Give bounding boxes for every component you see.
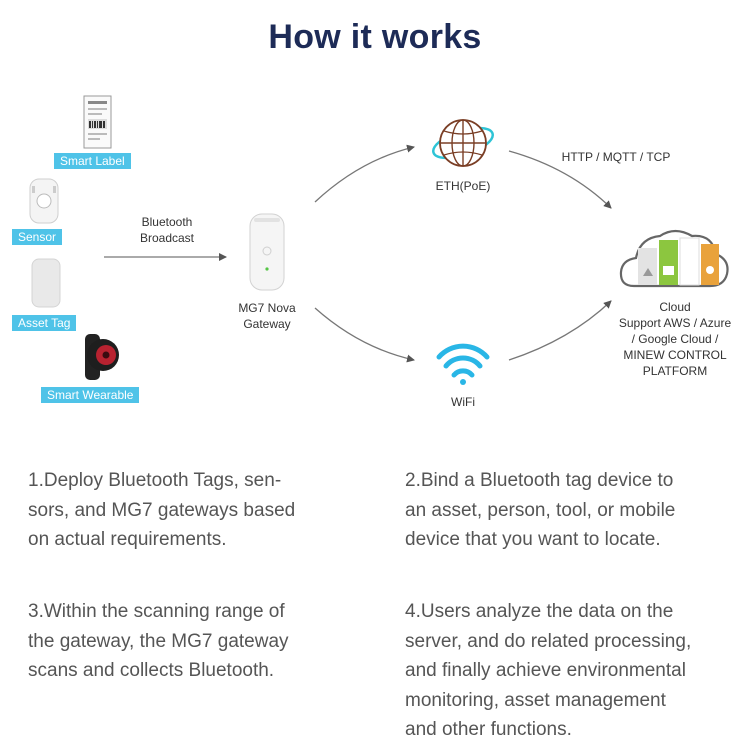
asset-tag-icon [32,259,60,307]
step-3: 3.Within the scanning range of the gatew… [28,597,368,686]
gateway-wifi-arrow [315,308,414,360]
gateway-label: MG7 Nova Gateway [222,300,312,332]
step-4-line5: and other functions. [405,715,745,745]
step-3-line1: 3.Within the scanning range of [28,597,368,627]
wifi-label: WiFi [418,394,508,410]
step-4-line2: server, and do related processing, [405,627,745,657]
step-3-line3: scans and collects Bluetooth. [28,656,368,686]
step-2-line3: device that you want to locate. [405,525,745,555]
step-3-line2: the gateway, the MG7 gateway [28,627,368,657]
bluetooth-broadcast-label: Bluetooth Broadcast [122,214,212,246]
cloud-label-line4: MINEW CONTROL [606,347,744,363]
cloud-icon [621,231,728,286]
wifi-cloud-arrow [509,301,611,360]
smart-wearable-tag: Smart Wearable [41,387,139,403]
gateway-icon [250,214,284,290]
bluetooth-label-line2: Broadcast [122,230,212,246]
step-2: 2.Bind a Bluetooth tag device to an asse… [405,466,745,555]
cloud-label-line2: Support AWS / Azure [606,315,744,331]
eth-label: ETH(PoE) [418,178,508,194]
step-4-line3: and finally achieve environmental [405,656,745,686]
sensor-tag: Sensor [12,229,62,245]
globe-icon [430,120,496,166]
step-1-line2: sors, and MG7 gateways based [28,496,368,526]
asset-tag-tag: Asset Tag [12,315,76,331]
step-4-line1: 4.Users analyze the data on the [405,597,745,627]
step-1-line1: 1.Deploy Bluetooth Tags, sen- [28,466,368,496]
step-4-line4: monitoring, asset management [405,686,745,716]
gateway-label-line2: Gateway [222,316,312,332]
smart-wearable-icon [85,334,119,380]
cloud-label-line1: Cloud [606,299,744,315]
step-1-line3: on actual requirements. [28,525,368,555]
wifi-icon [439,346,487,385]
gateway-eth-arrow [315,147,414,202]
sensor-icon [30,179,58,223]
bluetooth-label-line1: Bluetooth [122,214,212,230]
step-2-line1: 2.Bind a Bluetooth tag device to [405,466,745,496]
smart-label-tag: Smart Label [54,153,131,169]
cloud-label-line5: PLATFORM [606,363,744,379]
protocol-label: HTTP / MQTT / TCP [556,149,676,165]
step-2-line2: an asset, person, tool, or mobile [405,496,745,526]
smart-label-icon [84,96,111,148]
step-1: 1.Deploy Bluetooth Tags, sen- sors, and … [28,466,368,555]
cloud-label: Cloud Support AWS / Azure / Google Cloud… [606,299,744,379]
step-4: 4.Users analyze the data on the server, … [405,597,745,745]
gateway-label-line1: MG7 Nova [222,300,312,316]
cloud-label-line3: / Google Cloud / [606,331,744,347]
